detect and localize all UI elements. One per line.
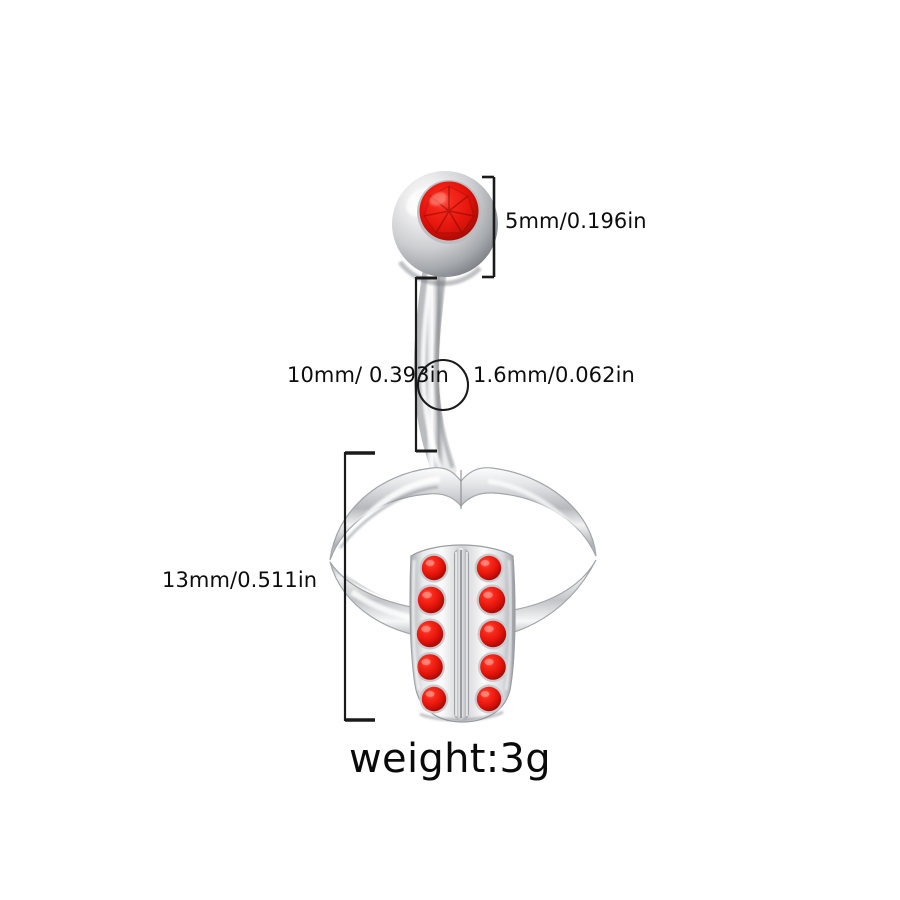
tongue-gem <box>415 584 447 616</box>
tongue-gem <box>414 618 446 650</box>
tongue-gem <box>419 684 449 714</box>
tongue-gem <box>476 584 508 616</box>
weight-label: weight:3g <box>349 736 551 782</box>
tongue-gem-column-left <box>414 553 449 714</box>
dimension-label-bar-gauge: 1.6mm/0.062in <box>473 363 635 387</box>
tongue-gem <box>478 652 508 682</box>
top-ball <box>392 171 498 286</box>
dimension-label-bar-length: 10mm/ 0.393in <box>287 363 449 387</box>
tongue-gem <box>415 652 445 682</box>
tongue-gem <box>477 618 509 650</box>
tongue-gem <box>419 553 449 583</box>
lower-lip <box>329 559 597 641</box>
tongue-gem <box>474 553 504 583</box>
tongue-gem-column-right <box>474 553 509 714</box>
tongue-gem <box>474 684 504 714</box>
dimension-label-ball: 5mm/0.196in <box>505 209 647 233</box>
tongue-charm <box>409 544 516 723</box>
dimension-label-charm-height: 13mm/0.511in <box>162 568 318 592</box>
